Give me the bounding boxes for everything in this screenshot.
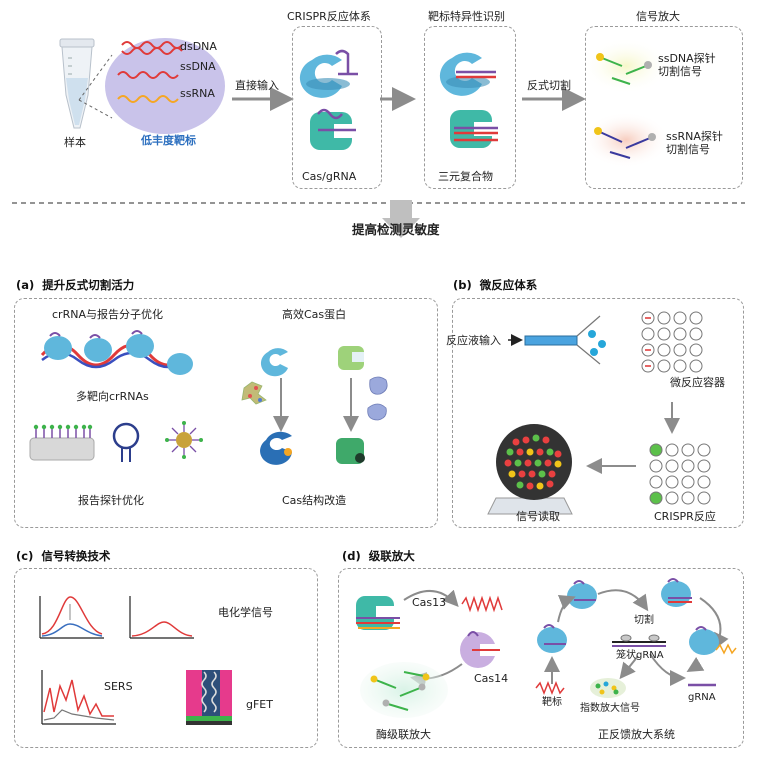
- cas14-complex-icon: [460, 631, 500, 668]
- sample-tube-icon: [59, 38, 95, 129]
- sample-label: 样本: [64, 136, 86, 149]
- signal-amp-title: 信号放大: [636, 10, 680, 23]
- target-ssrna-label: ssRNA: [180, 87, 215, 100]
- cas-modified-blue-icon: [260, 431, 292, 465]
- ssdna-probe-label: ssDNA探针 切割信号: [658, 52, 716, 78]
- ssrna-wave-icon: [117, 95, 179, 103]
- panel-a-left-title: crRNA与报告分子优化: [52, 308, 163, 321]
- target-recognition-box: [424, 26, 516, 189]
- cas-teal-protein-icon: [310, 108, 356, 150]
- signal-amp-box: [585, 26, 743, 189]
- feedback-cas-output-icon: [689, 626, 719, 655]
- cas-grna-label: Cas/gRNA: [302, 170, 357, 183]
- panel-d-box: [338, 568, 744, 748]
- panel-b-box: [452, 298, 744, 528]
- feedback-cas-right-icon: [661, 578, 692, 607]
- container-label: 微反应容器: [670, 376, 725, 389]
- cas14-label: Cas14: [474, 672, 509, 685]
- panel-a-right-title: 高效Cas蛋白: [282, 308, 347, 321]
- exp-signal-label: 指数放大信号: [580, 703, 640, 714]
- cas13-complex-icon: [356, 596, 400, 630]
- gfet-device-icon: [186, 670, 232, 725]
- grna-label: gRNA: [688, 692, 716, 703]
- center-title: 提高检测灵敏度: [352, 222, 440, 237]
- panel-a-heading: (a) 提升反式切割活力: [16, 278, 135, 292]
- cas-modify-label: Cas结构改造: [282, 494, 347, 507]
- target-recognition-title: 靶标特异性识别: [428, 10, 505, 23]
- readout-label: 信号读取: [516, 510, 560, 523]
- microfluidic-channel-icon: [524, 315, 606, 365]
- cas-modified-green-icon: [336, 438, 365, 464]
- panel-b-heading: (b) 微反应体系: [453, 278, 538, 292]
- multi-target-cas-icon: [44, 330, 193, 375]
- reporter-surface-icon: [29, 424, 95, 461]
- cleaved-rna-wave-icon: [461, 595, 503, 613]
- panel-c-heading: (c) 信号转换技术: [16, 549, 111, 563]
- input-label: 反应液输入: [446, 334, 501, 347]
- exp-signal-dots-icon: [595, 681, 619, 695]
- crispr-system-box: [292, 26, 382, 189]
- dsdna-wave-icon: [121, 41, 183, 49]
- cas-green-small-icon: [338, 346, 364, 370]
- reporter-label: 报告探针优化: [78, 494, 144, 507]
- ssrna-probe-label: ssRNA探针 切割信号: [666, 130, 723, 156]
- target-label: 靶标: [542, 697, 562, 708]
- cut-label: 切割: [634, 615, 654, 626]
- ternary-label: 三元复合物: [438, 170, 493, 183]
- cage-grna-label: 笼状gRNA: [616, 650, 664, 661]
- direct-input-label: 直接输入: [235, 79, 279, 92]
- sers-label: SERS: [104, 680, 133, 693]
- ssdna-probe-icon: [596, 53, 652, 85]
- sers-spectrum-plot: [41, 670, 116, 725]
- enzyme-cascade-label: 酶级联放大: [376, 728, 431, 741]
- crispr-system-title: CRISPR反应体系: [287, 10, 371, 23]
- signal-readout-chip-icon: [487, 424, 573, 515]
- low-abundance-target-ellipse: [105, 38, 225, 134]
- target-dsdna-label: dsDNA: [180, 40, 217, 53]
- cas13-label: Cas13: [412, 596, 447, 609]
- ssdna-wave-icon: [117, 71, 179, 79]
- panel-a-box: [14, 298, 438, 528]
- gfet-label: gFET: [246, 698, 273, 711]
- crispr-reaction-label: CRISPR反应: [654, 510, 716, 523]
- ternary-teal-icon: [450, 110, 498, 148]
- down-arrow-icon: [382, 200, 420, 238]
- panel-c-box: [14, 568, 318, 748]
- hairpin-probe-icon: [112, 422, 140, 462]
- target-wave-icon: [535, 680, 565, 696]
- ssrna-probe-icon: [594, 127, 656, 159]
- feedback-label: 正反馈放大系统: [598, 728, 675, 741]
- electrochem-plot-1: [39, 596, 104, 639]
- feedback-cas-left-icon: [537, 624, 567, 653]
- electrochem-plot-2: [129, 596, 194, 639]
- electro-label: 电化学信号: [218, 606, 273, 619]
- crispr-reaction-grid: [649, 443, 711, 505]
- cas-blue-protein-icon: [299, 49, 358, 98]
- panel-d-heading: (d) 级联放大: [342, 549, 415, 563]
- ternary-blue-icon: [439, 52, 496, 96]
- multi-target-label: 多靶向crRNAs: [76, 390, 149, 403]
- gold-nanoparticle-icon: [165, 421, 203, 459]
- low-abundance-label: 低丰度靶标: [141, 134, 196, 147]
- protein-structure-icon: [241, 376, 388, 421]
- enzyme-cascade-probes-icon: [370, 671, 430, 711]
- target-ssdna-label: ssDNA: [180, 60, 216, 73]
- caged-grna-icon: [612, 634, 666, 647]
- cas-blue-small-icon: [260, 348, 288, 377]
- trans-cleavage-label: 反式切割: [527, 79, 571, 92]
